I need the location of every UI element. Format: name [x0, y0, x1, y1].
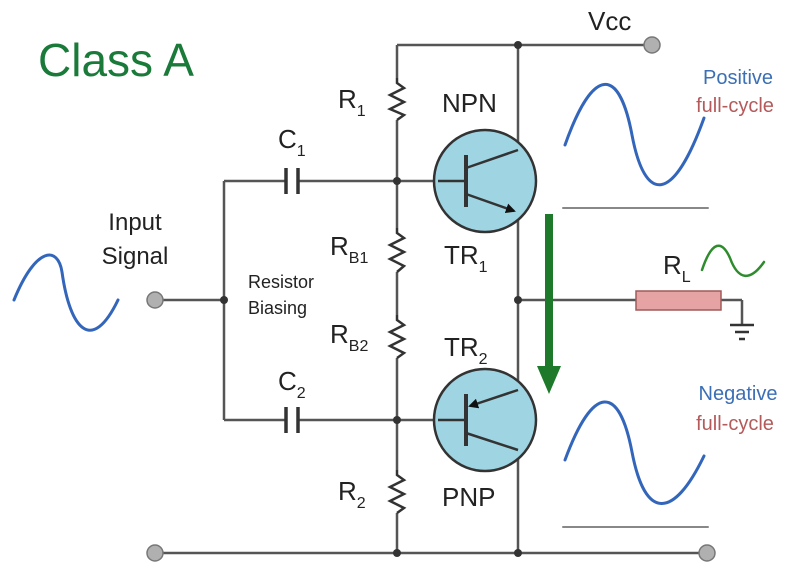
load-resistor — [635, 290, 722, 311]
r1-resistor — [387, 78, 407, 122]
rb1-resistor — [387, 228, 407, 273]
negative-label-line2: full-cycle — [696, 413, 774, 435]
rb2-resistor — [387, 315, 407, 360]
positive-cycle-wave — [563, 83, 706, 187]
r2-label: R2 — [338, 476, 366, 512]
npn-label: NPN — [442, 88, 497, 118]
rb1-main: R — [330, 231, 349, 261]
r2-resistor — [387, 470, 407, 515]
r2-main: R — [338, 476, 357, 506]
resistors — [387, 78, 407, 515]
c1-main: C — [278, 124, 297, 154]
c1-label: C1 — [278, 124, 306, 160]
rb2-main: R — [330, 319, 349, 349]
c2-sub: 2 — [297, 385, 306, 402]
rl-main: R — [663, 250, 682, 280]
tr1-npn-transistor — [432, 128, 538, 234]
load-output-wave — [700, 244, 766, 277]
tr2-main: TR — [444, 332, 479, 362]
bias-label-line1: Resistor — [248, 272, 314, 292]
positive-label-line1: Positive — [703, 67, 773, 89]
r1-main: R — [338, 84, 357, 114]
rb1-sub: B1 — [349, 250, 369, 267]
vcc-label: Vcc — [588, 6, 631, 36]
rl-label: RL — [663, 250, 691, 286]
pnp-label: PNP — [442, 482, 495, 512]
ground-left-terminal — [146, 544, 164, 562]
negative-label-line1: Negative — [699, 383, 778, 405]
current-direction-arrow — [537, 214, 561, 394]
c1-sub: 1 — [297, 143, 306, 160]
tr2-label: TR2 — [444, 332, 488, 368]
tr1-main: TR — [444, 240, 479, 270]
tr2-sub: 2 — [479, 351, 488, 368]
ground-right-terminal — [698, 544, 716, 562]
rb2-label: RB2 — [330, 319, 368, 355]
junction-dots — [220, 41, 522, 557]
r2-sub: 2 — [357, 495, 366, 512]
rb2-sub: B2 — [349, 338, 369, 355]
tr1-sub: 1 — [479, 259, 488, 276]
positive-label-line2: full-cycle — [696, 95, 774, 117]
input-terminal — [146, 291, 164, 309]
terminals — [146, 36, 716, 562]
c2-main: C — [278, 366, 297, 396]
input-label-line1: Input — [108, 209, 162, 236]
rb1-label: RB1 — [330, 231, 368, 267]
r1-sub: 1 — [357, 103, 366, 120]
waveforms — [12, 83, 766, 528]
rl-sub: L — [682, 269, 691, 286]
capacitors — [284, 168, 300, 433]
ground-icon — [730, 323, 754, 341]
c2-label: C2 — [278, 366, 306, 402]
r1-label: R1 — [338, 84, 366, 120]
tr1-label: TR1 — [444, 240, 488, 276]
input-label-line2: Signal — [102, 243, 169, 270]
wires — [155, 43, 744, 555]
input-sine-wave — [12, 253, 120, 332]
negative-cycle-wave — [563, 400, 706, 505]
bias-label-line2: Biasing — [248, 298, 307, 318]
tr2-pnp-transistor — [432, 367, 538, 473]
vcc-terminal — [643, 36, 661, 54]
diagram-title: Class A — [38, 34, 194, 86]
